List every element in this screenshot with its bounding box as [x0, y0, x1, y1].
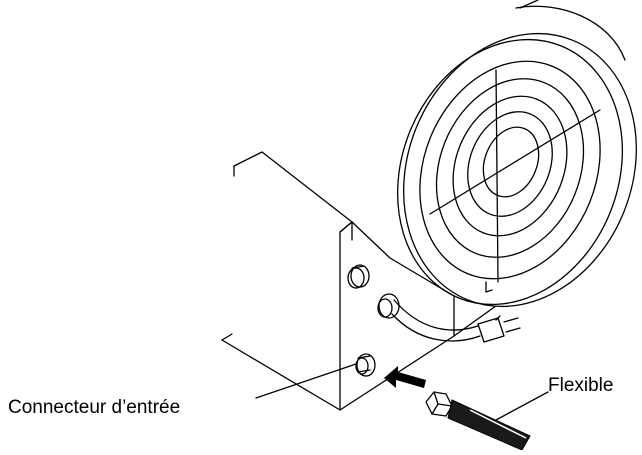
- power-plug-icon: [477, 315, 521, 343]
- arrow-right-icon: [384, 366, 426, 388]
- hose: [425, 391, 531, 451]
- hose-label: Flexible: [548, 375, 614, 396]
- inlet-connector-label: Connecteur d’entrée: [8, 397, 181, 418]
- fan-housing: [396, 0, 637, 308]
- inlet-connector: [355, 353, 376, 377]
- leader-line-hose: [495, 391, 549, 421]
- reset-knob: [347, 264, 370, 289]
- leader-line-inlet: [255, 363, 357, 399]
- power-cord: [377, 293, 521, 343]
